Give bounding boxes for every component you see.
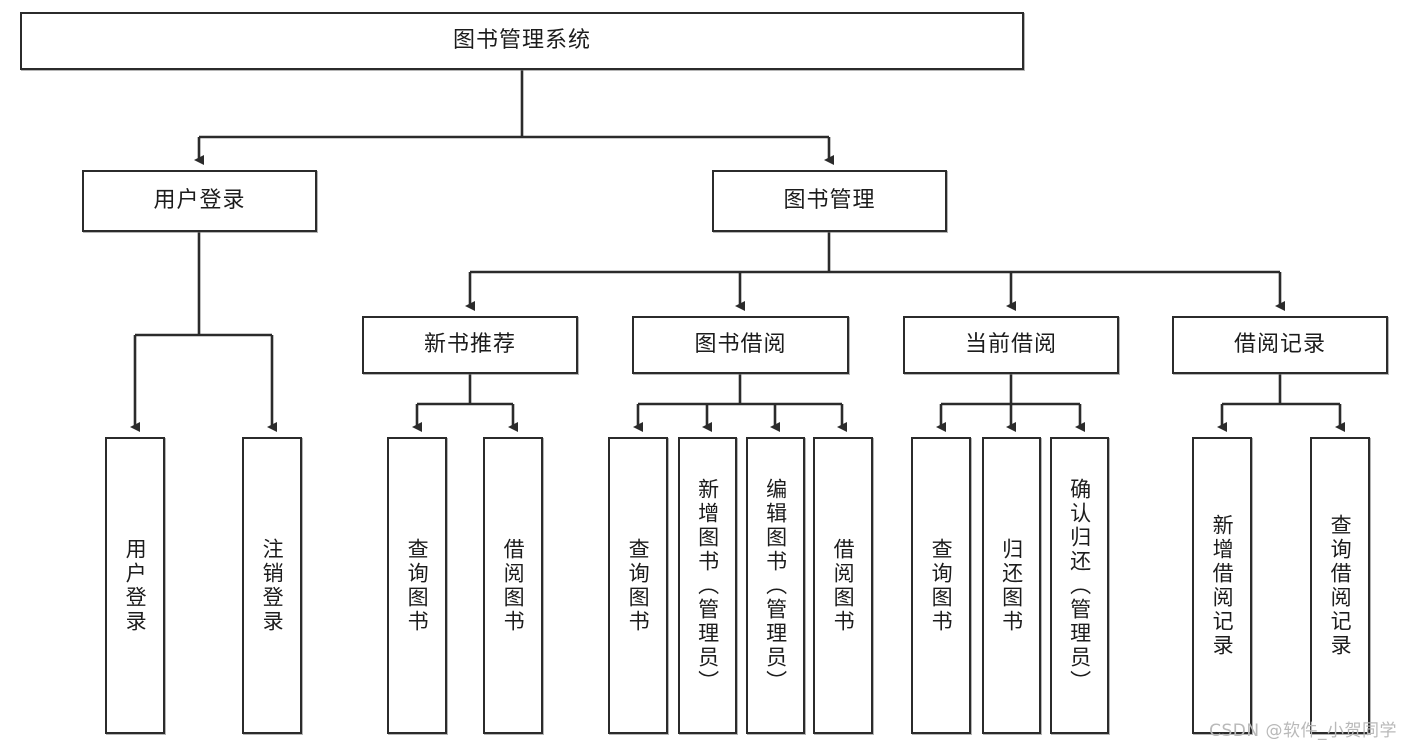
node-label: 新增图书（管理员） [695,477,720,694]
node-new-book-recommendation[interactable]: 新书推荐 [362,316,578,374]
node-label: 图书管理系统 [452,27,591,53]
node-label: 查询图书 [929,537,954,634]
node-label: 编辑图书（管理员） [763,477,788,694]
node-leaf-borrow-book-borrow[interactable]: 借阅图书 [813,437,873,734]
node-label: 新书推荐 [423,331,516,357]
node-user-login[interactable]: 用户登录 [82,170,317,232]
node-label: 归还图书 [999,537,1024,634]
node-leaf-add-borrow-record[interactable]: 新增借阅记录 [1192,437,1252,734]
node-root-book-management-system[interactable]: 图书管理系统 [20,12,1024,70]
node-label: 当前借阅 [964,331,1057,357]
node-label: 新增借阅记录 [1210,513,1235,658]
node-current-borrow[interactable]: 当前借阅 [903,316,1119,374]
node-label: 确认归还（管理员） [1067,477,1092,694]
node-leaf-logout[interactable]: 注销登录 [242,437,302,734]
node-leaf-confirm-return-admin[interactable]: 确认归还（管理员） [1050,437,1109,734]
node-leaf-query-book-new[interactable]: 查询图书 [387,437,447,734]
node-label: 图书管理 [783,187,876,213]
node-book-manage[interactable]: 图书管理 [712,170,947,232]
node-leaf-query-book-borrow[interactable]: 查询图书 [608,437,668,734]
node-label: 用户登录 [153,187,246,213]
node-label: 借阅图书 [501,537,526,634]
node-leaf-user-login[interactable]: 用户登录 [105,437,165,734]
node-leaf-edit-book-admin[interactable]: 编辑图书（管理员） [746,437,805,734]
node-label: 用户登录 [123,537,148,634]
node-label: 图书借阅 [694,331,787,357]
node-book-borrow[interactable]: 图书借阅 [632,316,849,374]
node-label: 查询借阅记录 [1328,513,1353,658]
node-label: 借阅记录 [1233,331,1326,357]
node-leaf-borrow-book-new[interactable]: 借阅图书 [483,437,543,734]
node-label: 查询图书 [405,537,430,634]
node-borrow-record[interactable]: 借阅记录 [1172,316,1388,374]
node-label: 注销登录 [260,537,285,634]
node-leaf-query-book-current[interactable]: 查询图书 [911,437,971,734]
csdn-watermark: CSDN @软件_小贺同学 [1209,721,1397,741]
node-leaf-add-book-admin[interactable]: 新增图书（管理员） [678,437,737,734]
node-label: 借阅图书 [831,537,856,634]
node-leaf-query-borrow-record[interactable]: 查询借阅记录 [1310,437,1370,734]
node-leaf-return-book[interactable]: 归还图书 [982,437,1041,734]
node-label: 查询图书 [626,537,651,634]
